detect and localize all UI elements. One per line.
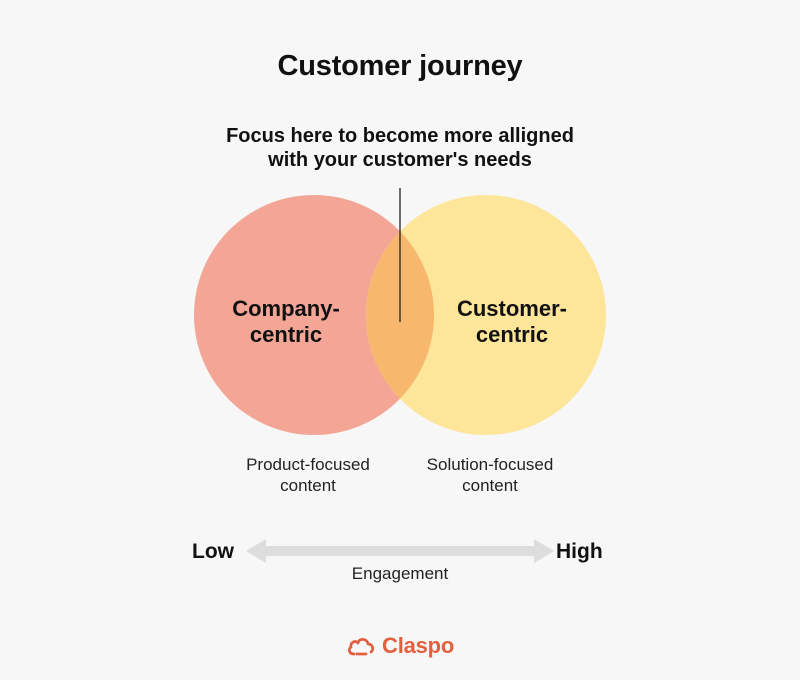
customer-centric-label: Customer- centric <box>422 296 602 348</box>
brand-name: Claspo <box>382 633 455 658</box>
company-centric-label-line-2: centric <box>249 322 323 347</box>
brand-logo: Claspo <box>346 632 454 660</box>
diagram-title: Customer journey <box>277 50 523 82</box>
customer-centric-label-line-1: Customer- <box>456 296 567 321</box>
solution-focused-caption-line-2: content <box>462 476 518 495</box>
solution-focused-caption-line-1: Solution-focused <box>426 455 554 474</box>
product-focused-caption: Product-focused content <box>218 454 398 496</box>
engagement-arrow <box>246 539 554 563</box>
product-focused-caption-line-1: Product-focused <box>246 455 370 474</box>
callout-text: Focus here to become more alligned with … <box>150 124 650 172</box>
company-centric-label: Company- centric <box>196 296 376 348</box>
callout-line-1: Focus here to become more alligned <box>226 125 574 147</box>
customer-centric-circle <box>366 195 606 435</box>
callout-line-2: with your customer's needs <box>268 149 532 171</box>
product-focused-caption-line-2: content <box>280 476 336 495</box>
company-centric-circle <box>194 195 434 435</box>
cloud-icon <box>347 637 375 656</box>
axis-high-label: High <box>556 540 603 563</box>
company-centric-label-line-1: Company- <box>232 296 340 321</box>
axis-low-label: Low <box>192 540 234 563</box>
axis-title: Engagement <box>351 564 449 583</box>
customer-centric-label-line-2: centric <box>475 322 549 347</box>
solution-focused-caption: Solution-focused content <box>400 454 580 496</box>
